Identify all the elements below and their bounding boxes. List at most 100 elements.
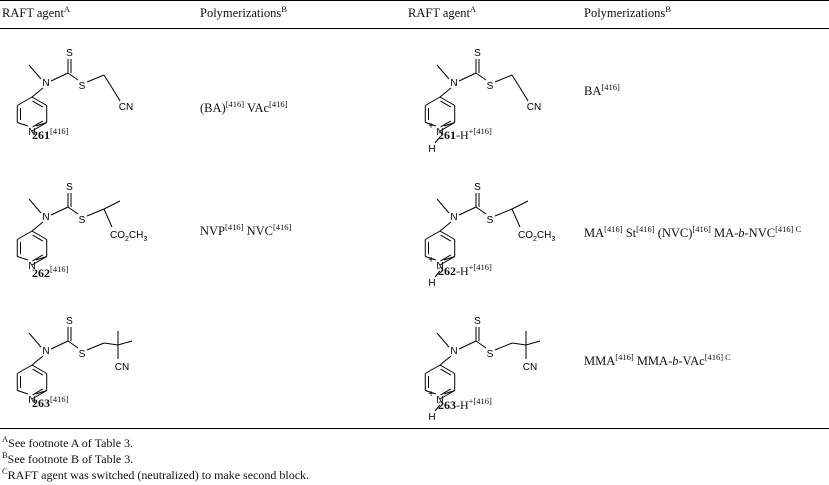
ring-bond: [31, 230, 47, 240]
ring-bond: [425, 364, 441, 374]
ring-bond: [425, 96, 441, 106]
ring-bond: [31, 96, 47, 106]
bond: [103, 342, 119, 346]
ring-bond: [35, 390, 47, 395]
ring-bond: [35, 122, 47, 127]
compound-label-261: 261[416]: [32, 126, 69, 142]
header-rule: [0, 28, 829, 29]
methyl-bond: [117, 340, 133, 346]
bond: [103, 74, 115, 92]
ring-bond: [31, 390, 47, 400]
bond: [511, 342, 527, 346]
bond: [67, 72, 79, 81]
ring-double-bond: [32, 368, 44, 376]
s-atom: S: [66, 316, 73, 327]
bond: [86, 208, 105, 217]
amine-n-atom: N: [450, 346, 457, 357]
ring-bond: [17, 390, 29, 395]
amine-n-atom: N: [450, 212, 457, 223]
ring-bond: [31, 122, 47, 132]
polym-261: (BA)[416] VAc[416]: [200, 98, 288, 115]
bond: [103, 208, 113, 228]
compound-label-262: 262[416]: [32, 264, 69, 280]
ring-bond: [439, 256, 455, 266]
ring-double-bond: [440, 120, 452, 128]
bond: [67, 340, 79, 349]
pyridine-n-atom: N: [28, 261, 35, 272]
bond: [31, 87, 44, 98]
ester-group: CO2CH3: [110, 230, 147, 243]
methyl-bond: [436, 198, 450, 214]
ring-bond: [425, 122, 437, 127]
cn-group: CN: [115, 362, 129, 373]
bond: [86, 342, 105, 351]
methyl-bond: [103, 200, 121, 210]
h-atom: H: [428, 144, 435, 155]
top-rule: [0, 0, 829, 1]
ester-group: CO2CH3: [518, 230, 555, 243]
ring-bond: [443, 122, 455, 127]
bond: [475, 340, 487, 349]
ring-bond: [31, 256, 47, 266]
pyridine-n-atom: N: [436, 395, 443, 406]
ring-double-bond: [440, 234, 452, 242]
n-h-bond: [434, 270, 441, 278]
amine-n-atom: N: [42, 212, 49, 223]
charge-plus: +: [428, 255, 434, 266]
cn-group: CN: [527, 102, 541, 113]
bond: [511, 74, 523, 92]
bond: [494, 208, 513, 217]
methyl-bond: [436, 332, 450, 348]
ring-double-bond: [32, 234, 44, 242]
bond: [439, 355, 452, 366]
amine-n-atom: N: [42, 78, 49, 89]
polym-261-H: BA[416]: [584, 81, 620, 98]
methyl-bond: [436, 64, 450, 80]
ring-bond: [439, 230, 455, 240]
ring-bond: [17, 122, 29, 127]
bond: [475, 206, 487, 215]
methyl-bond: [28, 332, 42, 348]
header-polymerizations-2: PolymerizationsB: [584, 3, 671, 20]
polym-263-H: MMA[416] MMA-b-VAc[416] C: [584, 351, 731, 368]
ring-double-bond: [440, 254, 452, 262]
footnote-c: CRAFT agent was switched (neutralized) t…: [2, 466, 310, 482]
s-atom: S: [79, 349, 86, 360]
methyl-bond: [28, 64, 42, 80]
methyl-bond: [525, 340, 541, 346]
compound-label-262-H: 262-H+[416]: [438, 262, 492, 278]
h-atom: H: [428, 278, 435, 289]
bond: [50, 340, 69, 350]
ring-bond: [425, 230, 441, 240]
charge-plus: +: [428, 121, 434, 132]
methyl-bond: [511, 200, 529, 210]
cn-group: CN: [523, 362, 537, 373]
s-atom: S: [474, 182, 481, 193]
bond: [458, 206, 477, 216]
polym-262-H: MA[416] St[416] (NVC)[416] MA-b-NVC[416]…: [584, 223, 802, 240]
s-atom: S: [474, 316, 481, 327]
s-atom: S: [487, 215, 494, 226]
pyridine-n-atom: N: [28, 127, 35, 138]
bond: [113, 90, 121, 102]
s-atom: S: [66, 182, 73, 193]
ring-bond: [17, 364, 33, 374]
ring-double-bond: [32, 388, 44, 396]
bond: [67, 206, 79, 215]
n-h-bond: [434, 136, 441, 144]
h-atom: H: [428, 412, 435, 423]
n-h-bond: [434, 404, 441, 412]
bond: [458, 340, 477, 350]
header-raft-agent-1: RAFT agentA: [2, 3, 71, 20]
ring-bond: [443, 390, 455, 395]
amine-n-atom: N: [450, 78, 457, 89]
footnote-b: BSee footnote B of Table 3.: [2, 450, 134, 466]
ring-bond: [35, 256, 47, 261]
charge-plus: +: [428, 389, 434, 400]
bond: [86, 74, 105, 83]
s-atom: S: [79, 215, 86, 226]
